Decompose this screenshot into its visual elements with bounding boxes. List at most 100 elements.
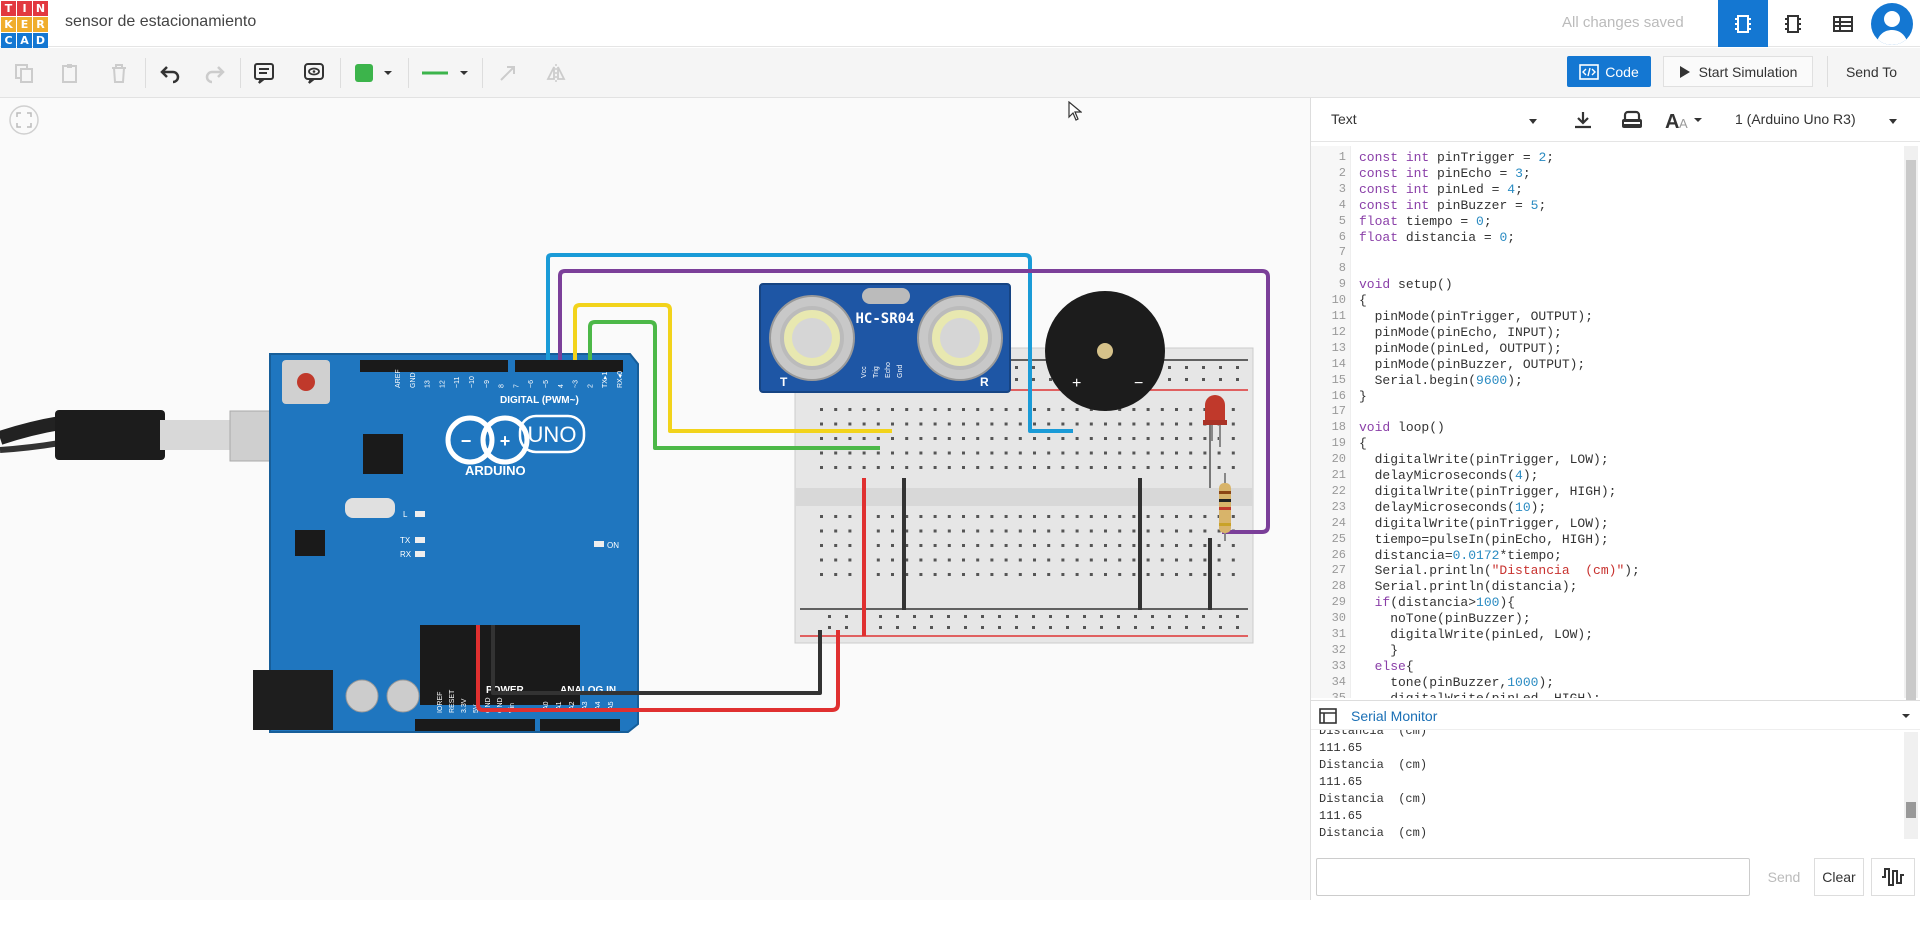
color-picker[interactable] — [350, 58, 400, 88]
paste-button[interactable] — [55, 58, 87, 88]
code-mode-select[interactable]: Text — [1319, 106, 1551, 134]
pin-label: 12 — [439, 380, 446, 388]
tx-led-label: TX — [400, 536, 411, 545]
svg-text:−: − — [461, 431, 472, 451]
serial-scrollbar-thumb[interactable] — [1906, 802, 1916, 818]
fit-to-view-button[interactable] — [8, 104, 40, 136]
wire-type-picker[interactable] — [416, 58, 476, 88]
download-icon — [1575, 112, 1591, 129]
arduino-uno-board[interactable]: − + ARDUINO UNO DIGITAL (PWM~) POWER ANA… — [253, 353, 639, 733]
code-scrollbar[interactable] — [1904, 146, 1918, 700]
wire-style-icon — [422, 71, 448, 75]
delete-button[interactable] — [103, 58, 135, 88]
serial-send-button[interactable]: Send — [1767, 869, 1801, 885]
pin-label: A2 — [569, 701, 576, 710]
serial-graph-button[interactable] — [1871, 858, 1915, 896]
rotate-button[interactable] — [492, 58, 524, 88]
purple-wire — [558, 269, 1270, 534]
serial-monitor-header[interactable]: Serial Monitor — [1311, 700, 1920, 730]
redo-icon — [205, 66, 225, 84]
pin-label: ~6 — [528, 380, 535, 388]
send-to-label: Send To — [1845, 63, 1898, 80]
redo-button[interactable] — [199, 58, 231, 88]
svg-text:A: A — [1679, 116, 1688, 131]
code-scrollbar-thumb[interactable] — [1906, 160, 1916, 700]
circuit-icon — [1735, 14, 1751, 33]
arduino-model-text: UNO — [528, 422, 577, 447]
breadboard[interactable] — [794, 347, 1254, 644]
libraries-button[interactable] — [1619, 108, 1645, 137]
trash-icon — [112, 64, 126, 83]
download-code-button[interactable] — [1571, 108, 1595, 137]
pin-label: 2 — [587, 384, 594, 388]
notes-button[interactable] — [248, 58, 280, 88]
line-number: 10 — [1331, 293, 1346, 308]
analog-header-label: ANALOG IN — [560, 685, 616, 696]
pin-label: TX▸1 — [602, 372, 609, 388]
undo-button[interactable] — [154, 58, 186, 88]
schematic-view-button[interactable] — [1768, 0, 1818, 47]
code-button[interactable]: Code — [1567, 56, 1651, 87]
line-number: 8 — [1338, 261, 1346, 276]
line-number: 4 — [1338, 197, 1346, 212]
serial-monitor-title: Serial Monitor — [1351, 708, 1438, 724]
graph-icon — [1882, 868, 1904, 886]
project-title[interactable]: sensor de estacionamiento — [65, 13, 257, 30]
sensor-transmitter-label: T — [780, 375, 788, 389]
component-list-button[interactable] — [1818, 0, 1868, 47]
line-number: 5 — [1338, 213, 1346, 228]
line-number: 28 — [1331, 579, 1346, 594]
piezo-buzzer[interactable]: + − — [1045, 291, 1165, 411]
serial-line: Distancia (cm) — [1319, 792, 1428, 806]
code-line: noTone(pinBuzzer); — [1359, 611, 1531, 627]
fit-view-icon — [9, 105, 39, 135]
sensor-model-label: HC-SR04 — [855, 311, 914, 327]
start-simulation-button[interactable]: Start Simulation — [1663, 56, 1813, 87]
sensor-receiver-label: R — [980, 375, 989, 389]
code-line: Serial.println(distancia); — [1359, 579, 1578, 595]
pin-label: IOREF — [437, 692, 444, 713]
chevron-down-icon — [1889, 119, 1897, 124]
code-line: } — [1359, 642, 1399, 658]
circuit-drawing: − + ARDUINO UNO DIGITAL (PWM~) POWER ANA… — [0, 253, 1270, 733]
line-number: 34 — [1331, 674, 1346, 689]
green-wire — [588, 320, 880, 450]
send-to-button[interactable]: Send To — [1827, 56, 1915, 87]
code-line: if(distancia>100){ — [1374, 595, 1516, 611]
pin-label: ~3 — [573, 380, 580, 388]
l-led-label: L — [403, 510, 408, 519]
flip-button[interactable] — [540, 58, 572, 88]
pin-label: Echo — [885, 362, 892, 378]
serial-input-field[interactable] — [1316, 858, 1750, 896]
device-select[interactable]: 1 (Arduino Uno R3) — [1721, 106, 1911, 134]
pin-label: A4 — [595, 701, 602, 710]
red-led[interactable] — [1203, 395, 1227, 447]
chevron-down-icon — [1529, 119, 1537, 124]
avatar[interactable] — [1871, 3, 1913, 45]
line-number: 27 — [1331, 563, 1346, 578]
circuit-canvas[interactable]: − + ARDUINO UNO DIGITAL (PWM~) POWER ANA… — [0, 98, 1310, 900]
serial-scrollbar[interactable] — [1904, 732, 1918, 839]
code-line: float distancia = 0; — [1359, 229, 1516, 245]
line-number: 35 — [1331, 690, 1346, 698]
code-line: const int pinEcho = 3; — [1359, 165, 1531, 181]
code-line: pinMode(pinEcho, INPUT); — [1359, 324, 1562, 340]
resistor[interactable] — [1219, 473, 1231, 541]
line-number-gutter — [1311, 146, 1351, 698]
serial-line: 111.65 — [1319, 741, 1363, 755]
rotate-icon — [500, 66, 515, 81]
serial-clear-button[interactable]: Clear — [1814, 858, 1864, 896]
line-number: 6 — [1338, 229, 1346, 244]
pin-label: Trig — [873, 366, 880, 378]
line-number: 11 — [1331, 309, 1346, 323]
circuit-view-button[interactable] — [1718, 0, 1768, 47]
toggle-notes-visibility-button[interactable] — [298, 58, 330, 88]
usb-cable — [0, 410, 311, 462]
code-line: digitalWrite(pinTrigger, LOW); — [1359, 515, 1609, 531]
copy-button[interactable] — [8, 58, 40, 88]
pointer-icon — [1068, 100, 1083, 121]
